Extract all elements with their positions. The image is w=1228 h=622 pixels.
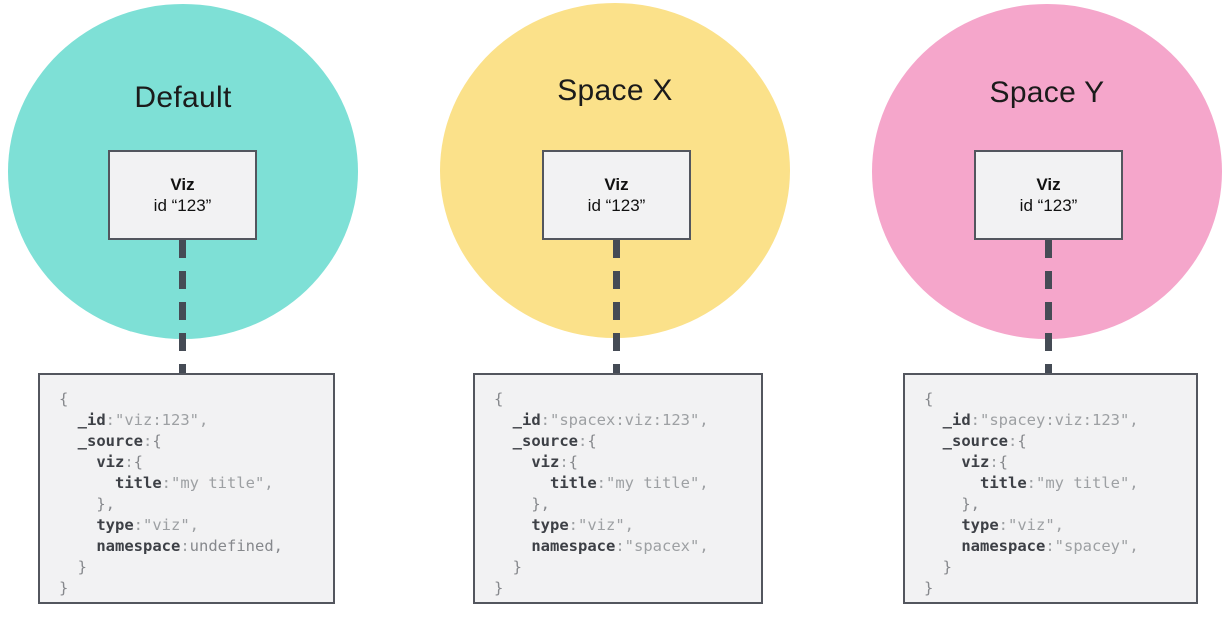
code-line: title:"my title", (924, 474, 1139, 492)
code-line: { (59, 390, 69, 408)
code-line: _id:"viz:123", (59, 411, 209, 429)
code-line: } (924, 558, 952, 576)
viz-box-id: id “123” (587, 195, 646, 215)
connector-dashed-line (1045, 240, 1052, 373)
code-line: namespace:undefined, (59, 537, 283, 555)
code-line: _id:"spacey:viz:123", (924, 411, 1139, 429)
code-line: _source:{ (59, 432, 162, 450)
space-title: Default (134, 81, 232, 114)
code-line: type:"viz", (924, 516, 1064, 534)
viz-box-title: Viz (1036, 174, 1061, 194)
code-line: }, (59, 495, 115, 513)
code-line: type:"viz", (59, 516, 199, 534)
code-line: } (494, 579, 504, 597)
code-line: } (924, 579, 934, 597)
viz-box: Viz id “123” (542, 150, 691, 240)
viz-box: Viz id “123” (974, 150, 1123, 240)
viz-box-title: Viz (170, 174, 195, 194)
code-line: viz:{ (924, 453, 1009, 471)
connector-dashed-line (613, 240, 620, 373)
saved-object-json-block: { _id:"viz:123", _source:{ viz:{ title:"… (38, 373, 335, 604)
saved-object-json-block: { _id:"spacex:viz:123", _source:{ viz:{ … (473, 373, 763, 604)
viz-box-title: Viz (604, 174, 629, 194)
code-line: namespace:"spacey", (924, 537, 1139, 555)
saved-object-json-block: { _id:"spacey:viz:123", _source:{ viz:{ … (903, 373, 1198, 604)
code-line: { (924, 390, 934, 408)
code-line: } (494, 558, 522, 576)
connector-dashed-line (179, 240, 186, 373)
code-line: _source:{ (924, 432, 1027, 450)
code-line: title:"my title", (59, 474, 274, 492)
code-line: }, (494, 495, 550, 513)
code-line: } (59, 579, 69, 597)
viz-box-id: id “123” (153, 195, 212, 215)
viz-box: Viz id “123” (108, 150, 257, 240)
space-title: Space X (557, 74, 673, 107)
code-line: { (494, 390, 504, 408)
code-line: _source:{ (494, 432, 597, 450)
code-line: viz:{ (494, 453, 579, 471)
code-line: viz:{ (59, 453, 144, 471)
code-line: type:"viz", (494, 516, 634, 534)
code-line: }, (924, 495, 980, 513)
code-line: title:"my title", (494, 474, 709, 492)
viz-box-id: id “123” (1019, 195, 1078, 215)
code-line: } (59, 558, 87, 576)
code-line: _id:"spacex:viz:123", (494, 411, 709, 429)
space-title: Space Y (989, 76, 1105, 109)
code-line: namespace:"spacex", (494, 537, 709, 555)
